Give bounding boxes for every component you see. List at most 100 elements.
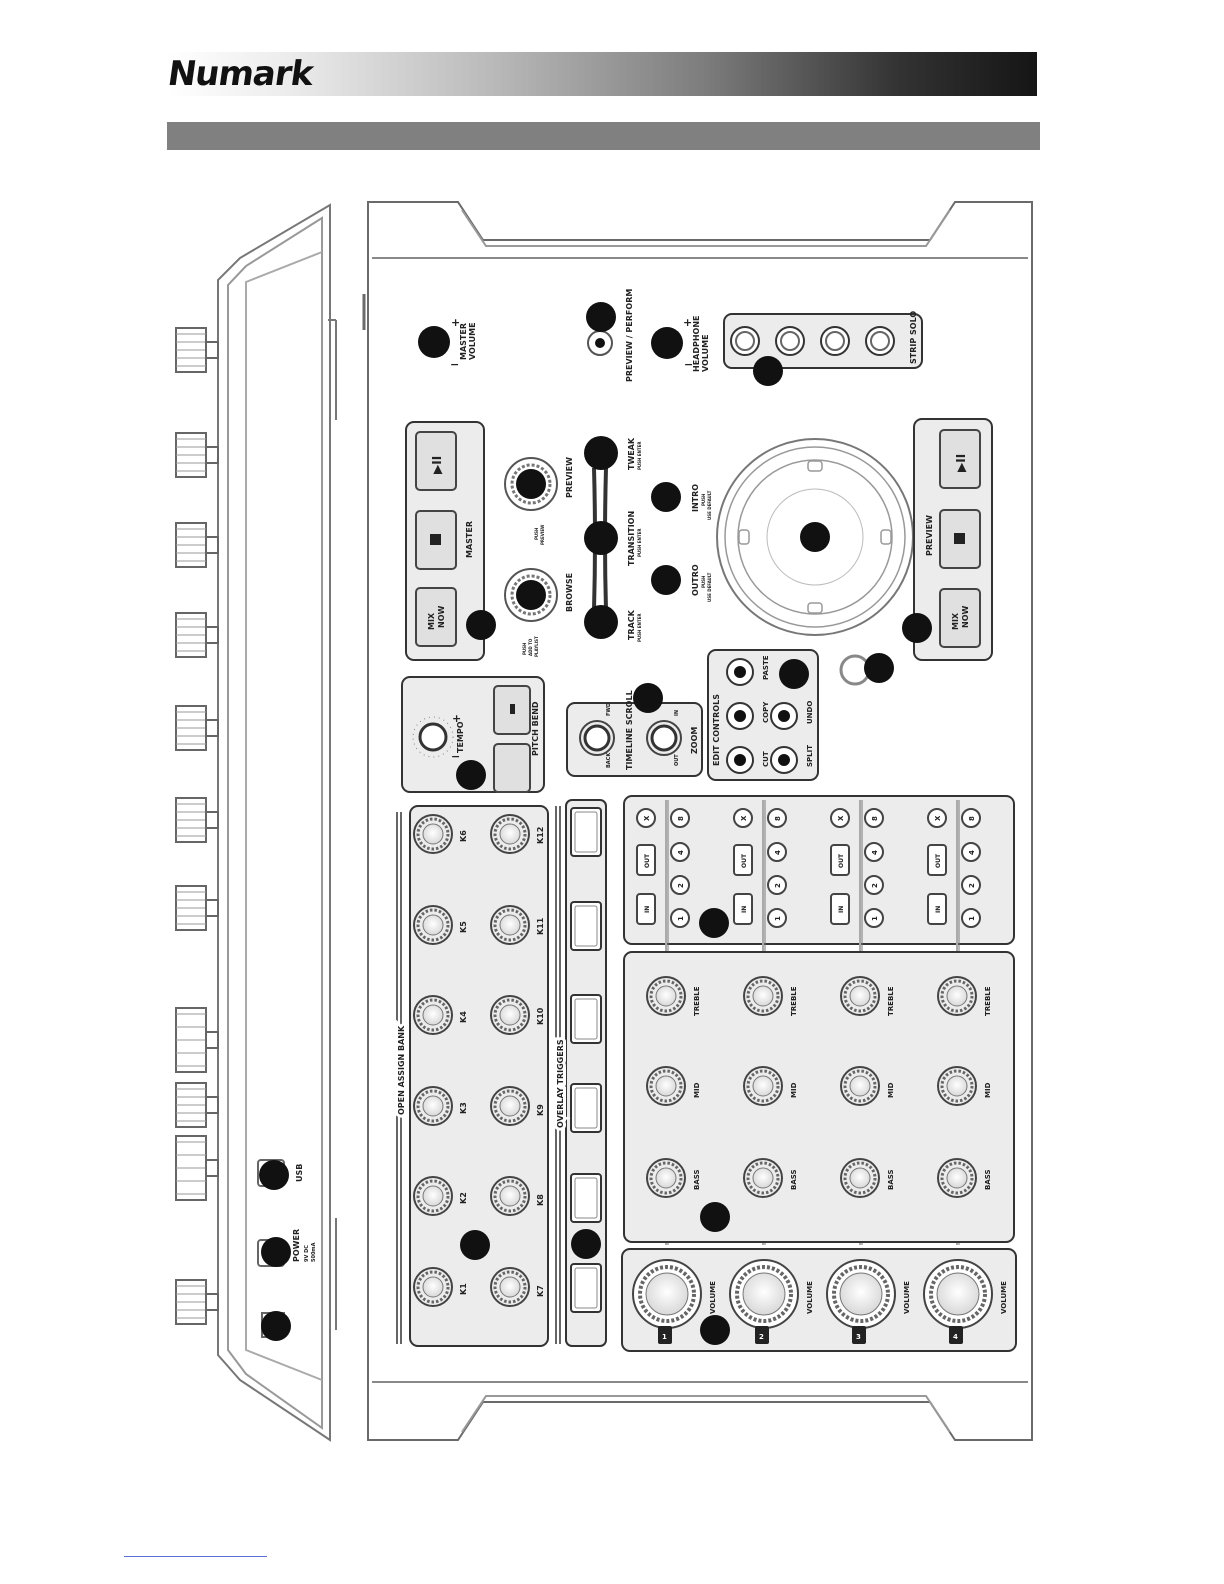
overlay-trigger-button[interactable]: [570, 994, 602, 1044]
assign-knob-k6[interactable]: [413, 814, 453, 854]
loop-size-button[interactable]: 2: [864, 875, 884, 895]
jog-wheel[interactable]: [716, 438, 914, 636]
intro-knob[interactable]: [651, 482, 681, 512]
assign-knob-k2[interactable]: [413, 1176, 453, 1216]
assign-knob-k3[interactable]: [413, 1086, 453, 1126]
assign-knob-k8[interactable]: [490, 1176, 530, 1216]
loop-in-button[interactable]: IN: [733, 893, 753, 925]
eq-treble-label: TREBLE: [984, 986, 992, 1016]
loop-size-button[interactable]: 1: [864, 908, 884, 928]
channel-volume-knob[interactable]: [923, 1259, 993, 1329]
master-play-pause-button[interactable]: [415, 431, 457, 491]
callout-timeline: [633, 683, 663, 713]
preview-mix-now-button[interactable]: [939, 588, 981, 648]
loop-out-button[interactable]: OUT: [830, 844, 850, 876]
strip-solo-button[interactable]: [730, 326, 760, 356]
loop-size-button[interactable]: 8: [670, 808, 690, 828]
loop-out-button[interactable]: OUT: [636, 844, 656, 876]
loop-size-button[interactable]: 8: [767, 808, 787, 828]
pitch-bend-up-button[interactable]: [493, 743, 531, 793]
tweak-knob[interactable]: [584, 436, 618, 470]
loop-size-button[interactable]: 8: [864, 808, 884, 828]
loop-size-button[interactable]: 4: [864, 842, 884, 862]
headphone-volume-knob[interactable]: [651, 327, 683, 359]
eq-mid-knob[interactable]: [646, 1066, 686, 1106]
cut-button[interactable]: [726, 746, 754, 774]
track-knob[interactable]: [584, 605, 618, 639]
loop-exit-button[interactable]: X: [830, 808, 850, 828]
assign-knob-k1[interactable]: [413, 1267, 453, 1307]
strip-solo-button[interactable]: [775, 326, 805, 356]
zoom-knob[interactable]: [650, 724, 678, 752]
overlay-trigger-button[interactable]: [570, 1083, 602, 1133]
assign-knob-label: K3: [459, 1102, 468, 1114]
overlay-trigger-button[interactable]: [570, 1173, 602, 1223]
assign-knob-k11[interactable]: [490, 905, 530, 945]
eq-mid-knob[interactable]: [840, 1066, 880, 1106]
paste-button[interactable]: [726, 658, 754, 686]
loop-size-button[interactable]: 2: [767, 875, 787, 895]
preview-knob[interactable]: [516, 469, 546, 499]
loop-size-button[interactable]: 2: [670, 875, 690, 895]
channel-volume-knob[interactable]: [632, 1259, 702, 1329]
split-button[interactable]: [770, 746, 798, 774]
loop-in-button[interactable]: IN: [636, 893, 656, 925]
assign-knob-k12[interactable]: [490, 814, 530, 854]
loop-size-button[interactable]: 4: [767, 842, 787, 862]
loop-size-label: 1: [677, 916, 685, 921]
eq-bass-knob[interactable]: [937, 1158, 977, 1198]
channel-volume-knob[interactable]: [826, 1259, 896, 1329]
assign-knob-k7[interactable]: [490, 1267, 530, 1307]
loop-size-button[interactable]: 8: [961, 808, 981, 828]
loop-out-button[interactable]: OUT: [733, 844, 753, 876]
eq-treble-knob[interactable]: [840, 976, 880, 1016]
undo-button[interactable]: [770, 702, 798, 730]
overlay-trigger-button[interactable]: [570, 901, 602, 951]
master-volume-knob[interactable]: [418, 326, 450, 358]
loop-exit-button[interactable]: X: [927, 808, 947, 828]
transition-knob[interactable]: [584, 521, 618, 555]
loop-size-button[interactable]: 2: [961, 875, 981, 895]
assign-knob-k5[interactable]: [413, 905, 453, 945]
overlay-trigger-button[interactable]: [570, 807, 602, 857]
overlay-trigger-button[interactable]: [570, 1263, 602, 1313]
strip-solo-button[interactable]: [865, 326, 895, 356]
loop-out-button[interactable]: OUT: [927, 844, 947, 876]
strip-solo-button[interactable]: [820, 326, 850, 356]
svg-text:OUT: OUT: [674, 754, 680, 766]
strip-solo-group: STRIP SOLO: [723, 311, 923, 386]
assign-knob-k10[interactable]: [490, 995, 530, 1035]
outro-knob[interactable]: [651, 565, 681, 595]
master-mix-now-button[interactable]: [415, 587, 457, 647]
loop-size-button[interactable]: 1: [961, 908, 981, 928]
browse-knob[interactable]: [516, 580, 546, 610]
headphone-volume-group: HEADPHONE VOLUME + −: [651, 315, 710, 372]
eq-bass-knob[interactable]: [646, 1158, 686, 1198]
loop-in-button[interactable]: IN: [830, 893, 850, 925]
loop-exit-button[interactable]: X: [636, 808, 656, 828]
eq-bass-knob[interactable]: [840, 1158, 880, 1198]
svg-text:NOW: NOW: [961, 606, 970, 628]
assign-knob-k4[interactable]: [413, 995, 453, 1035]
copy-button[interactable]: [726, 702, 754, 730]
loop-size-button[interactable]: 4: [961, 842, 981, 862]
assign-knob-k9[interactable]: [490, 1086, 530, 1126]
timeline-scroll-knob[interactable]: [583, 724, 611, 752]
loop-size-button[interactable]: 4: [670, 842, 690, 862]
assign-knob-label: K10: [536, 1007, 545, 1025]
channel-volume-knob[interactable]: [729, 1259, 799, 1329]
loop-size-button[interactable]: 1: [670, 908, 690, 928]
eq-treble-knob[interactable]: [743, 976, 783, 1016]
eq-mid-knob[interactable]: [743, 1066, 783, 1106]
eq-treble-knob[interactable]: [937, 976, 977, 1016]
svg-text:PUSH: PUSH: [701, 494, 706, 506]
tempo-knob[interactable]: [418, 722, 448, 752]
eq-bass-knob[interactable]: [743, 1158, 783, 1198]
loop-size-button[interactable]: 1: [767, 908, 787, 928]
eq-mid-knob[interactable]: [937, 1066, 977, 1106]
eq-treble-knob[interactable]: [646, 976, 686, 1016]
loop-exit-button[interactable]: X: [733, 808, 753, 828]
preview-play-pause-button[interactable]: [939, 429, 981, 489]
loop-in-button[interactable]: IN: [927, 893, 947, 925]
